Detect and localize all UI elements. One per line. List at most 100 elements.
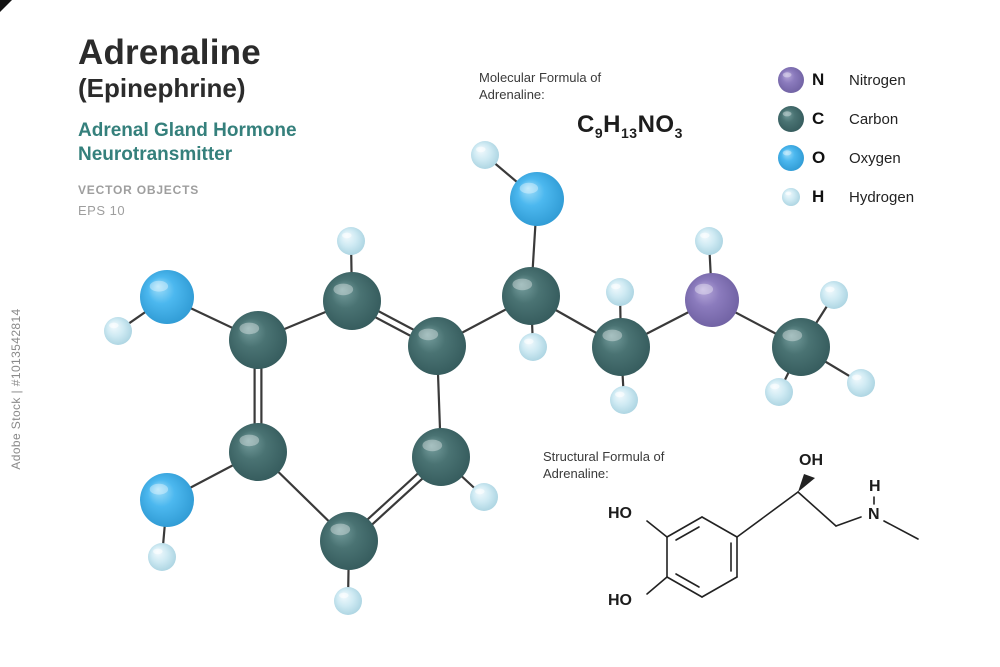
structural-formula-drawing [646, 474, 919, 598]
atom-C [502, 267, 560, 325]
atom-highlight [342, 232, 352, 239]
atom-H [104, 317, 132, 345]
sf-label-ho-top: HO [608, 505, 632, 522]
atom-highlight [149, 280, 169, 292]
atom-highlight [239, 322, 260, 335]
page-title: Adrenaline [78, 33, 261, 72]
atom-highlight [694, 283, 714, 295]
atom-C [412, 428, 470, 486]
atom-C [320, 512, 378, 570]
atom-highlight [475, 488, 485, 495]
atom-H [606, 278, 634, 306]
atom-highlight [153, 548, 163, 555]
molecular-formula: C9H13NO3 [577, 111, 683, 141]
atom-H [334, 587, 362, 615]
sf-ring-bond [666, 576, 703, 598]
sf-bond [883, 520, 919, 540]
formula-symbol: C [577, 111, 595, 138]
ball-and-stick-model [104, 141, 875, 615]
atom-H [610, 386, 638, 414]
atom-H [820, 281, 848, 309]
atom-highlight [782, 329, 803, 342]
atom-highlight [109, 322, 119, 329]
molecular-formula-label-line2: Adrenaline: [479, 87, 545, 102]
sf-bond [736, 491, 799, 538]
legend-name: Nitrogen [849, 71, 906, 89]
atom-C [229, 423, 287, 481]
atom-highlight [852, 374, 862, 381]
atom-O [510, 172, 564, 226]
legend-spheres [778, 67, 804, 206]
structural-formula-label: Structural Formula of Adrenaline: [543, 448, 664, 482]
atom-O [778, 145, 804, 171]
molecular-formula-label-line1: Molecular Formula of [479, 70, 602, 85]
legend-name: Oxygen [849, 149, 901, 167]
formula-symbol: N [637, 111, 656, 138]
legend-row-hydrogen: H Hydrogen [812, 185, 914, 209]
atom-highlight [825, 286, 835, 293]
atom-O [140, 270, 194, 324]
legend-row-nitrogen: N Nitrogen [812, 68, 906, 92]
sf-ring-bond [701, 516, 738, 538]
corner-mark [0, 0, 12, 12]
sf-bond [646, 576, 668, 595]
meta-block: VECTOR OBJECTS EPS 10 [78, 183, 297, 218]
title-block: Adrenaline (Epinephrine) Adrenal Gland H… [78, 33, 297, 219]
legend-symbol: O [812, 148, 826, 167]
atom-highlight [615, 391, 625, 398]
atom-C [772, 318, 830, 376]
atom-highlight [519, 182, 539, 194]
legend-name: Hydrogen [849, 188, 915, 206]
atom-highlight [339, 592, 349, 599]
formula-symbol: H [603, 111, 621, 138]
atom-N [685, 273, 739, 327]
tagline: Adrenal Gland Hormone Neurotransmitter [78, 119, 297, 167]
atom-H [148, 543, 176, 571]
atom-C [408, 317, 466, 375]
atom-highlight [782, 111, 792, 117]
atom-highlight [512, 278, 533, 291]
atom-O [140, 473, 194, 527]
formula-subscript: 9 [594, 124, 604, 141]
atom-highlight [333, 283, 354, 296]
sf-label-oh: OH [799, 452, 823, 469]
atom-H [519, 333, 547, 361]
sf-bond [646, 520, 668, 538]
sf-ring-bond [701, 576, 738, 598]
sf-double-bond [675, 526, 700, 541]
sf-label-n: N [868, 506, 880, 523]
formula-subscript: 3 [674, 124, 683, 141]
atom-highlight [611, 283, 621, 290]
atom-H [337, 227, 365, 255]
legend-name: Carbon [849, 110, 899, 128]
atom-highlight [149, 483, 169, 495]
meta-eps: EPS 10 [78, 203, 126, 218]
atom-highlight [785, 191, 792, 196]
atom-highlight [476, 146, 486, 153]
atom-C [323, 272, 381, 330]
atom-highlight [782, 150, 792, 156]
tagline-line2: Neurotransmitter [78, 144, 233, 165]
atom-N [778, 67, 804, 93]
atom-highlight [700, 232, 710, 239]
legend-symbol: N [812, 70, 825, 89]
atom-highlight [239, 434, 260, 447]
page-subtitle: (Epinephrine) [78, 73, 246, 103]
sf-double-bond [675, 573, 700, 588]
atom-H [471, 141, 499, 169]
atom-H [765, 378, 793, 406]
atom-highlight [524, 338, 534, 345]
atom-highlight [422, 439, 443, 452]
legend-symbol: C [812, 109, 825, 128]
atom-H [782, 188, 800, 206]
structural-formula-label-line1: Structural Formula of [543, 449, 665, 464]
atom-highlight [418, 328, 439, 341]
structural-formula-label-line2: Adrenaline: [543, 466, 609, 481]
atom-C [592, 318, 650, 376]
atom-C [778, 106, 804, 132]
atom-H [470, 483, 498, 511]
meta-vector-objects: VECTOR OBJECTS [78, 183, 199, 197]
sf-label-h: H [869, 478, 881, 495]
atom-H [847, 369, 875, 397]
